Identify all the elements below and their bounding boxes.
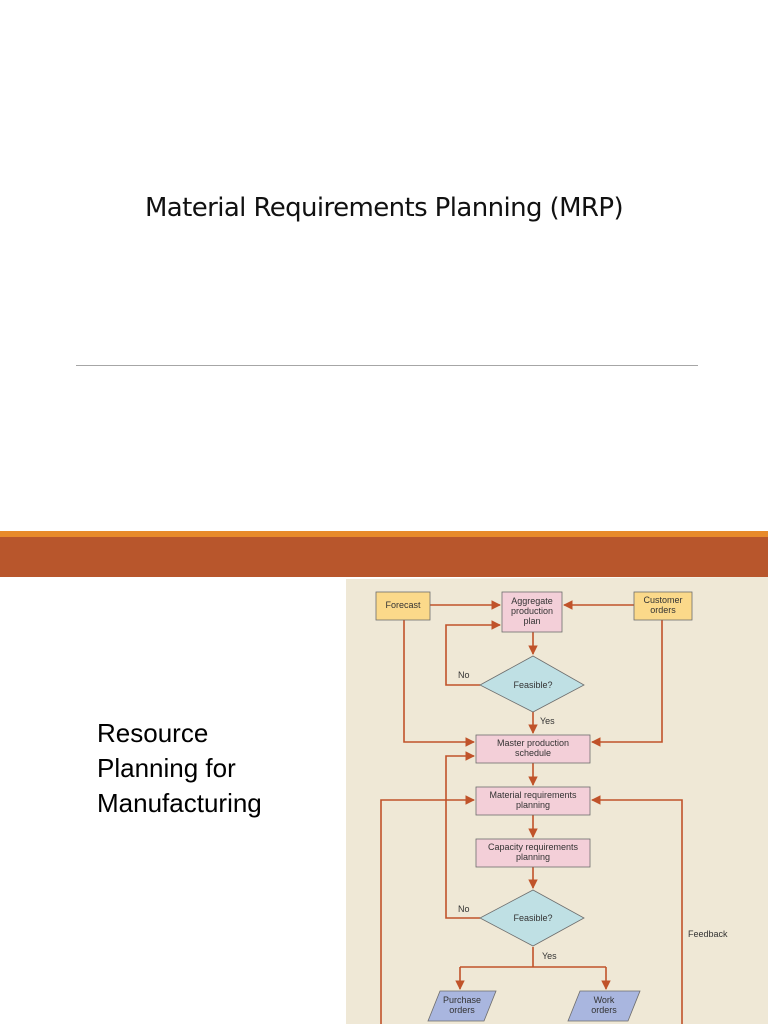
- arrow-orders-to-schedule: [591, 619, 663, 747]
- customer-orders-box: [633, 591, 693, 621]
- purchase-orders-shape: [427, 990, 497, 1022]
- arrow-feasible2-no-loop: [445, 751, 480, 919]
- crp-line-2: planning: [516, 852, 550, 862]
- mrp-box: [475, 786, 591, 816]
- arrow-feasible-no-loop: [445, 620, 501, 686]
- yes-1-label: Yes: [540, 716, 555, 726]
- customer-orders-line-2: orders: [650, 605, 676, 615]
- feedback-label: Feedback: [688, 929, 728, 939]
- work-orders-line-2: orders: [591, 1005, 617, 1015]
- mrp-line-2: planning: [516, 800, 550, 810]
- master-schedule-line-1: Master production: [497, 738, 569, 748]
- yes-2-label: Yes: [542, 951, 557, 961]
- mrp-flowchart: Forecast Aggregate production plan Custo…: [340, 577, 768, 1024]
- accent-stripe: [0, 531, 768, 537]
- aggregate-plan-line-1: Aggregate: [511, 596, 553, 606]
- master-schedule-line-2: schedule: [515, 748, 551, 758]
- aggregate-plan-line-3: plan: [523, 616, 540, 626]
- feasible-diamond-1: [479, 655, 585, 713]
- arrow-forecast-to-schedule: [403, 619, 475, 747]
- purchase-orders-line-1: Purchase: [443, 995, 481, 1005]
- feasible-diamond-2: [479, 889, 585, 947]
- side-heading: Resource Planning for Manufacturing: [97, 716, 337, 821]
- master-schedule-box: [475, 734, 591, 764]
- flowchart-svg: Forecast Aggregate production plan Custo…: [346, 577, 768, 1024]
- side-heading-line-3: Manufacturing: [97, 788, 262, 818]
- mrp-line-1: Material requirements: [489, 790, 577, 800]
- slide-title: Material Requirements Planning (MRP): [144, 193, 624, 223]
- forecast-box: [375, 591, 431, 621]
- no-1-label: No: [458, 670, 470, 680]
- arrow-feedback-left: [380, 795, 475, 1024]
- aggregate-plan-box: [501, 591, 563, 633]
- crp-box: [475, 838, 591, 868]
- customer-orders-line-1: Customer: [643, 595, 682, 605]
- feasible-1-label: Feasible?: [513, 680, 552, 690]
- feasible-2-label: Feasible?: [513, 913, 552, 923]
- no-2-label: No: [458, 904, 470, 914]
- crp-line-1: Capacity requirements: [488, 842, 579, 852]
- purchase-orders-line-2: orders: [449, 1005, 475, 1015]
- side-heading-line-1: Resource: [97, 718, 209, 748]
- title-divider: [76, 365, 698, 366]
- side-heading-line-2: Planning for: [97, 753, 236, 783]
- accent-band: [0, 537, 768, 577]
- forecast-label: Forecast: [385, 600, 421, 610]
- work-orders-line-1: Work: [594, 995, 615, 1005]
- arrow-feedback-right: [591, 795, 683, 1024]
- aggregate-plan-line-2: production: [511, 606, 553, 616]
- work-orders-shape: [567, 990, 641, 1022]
